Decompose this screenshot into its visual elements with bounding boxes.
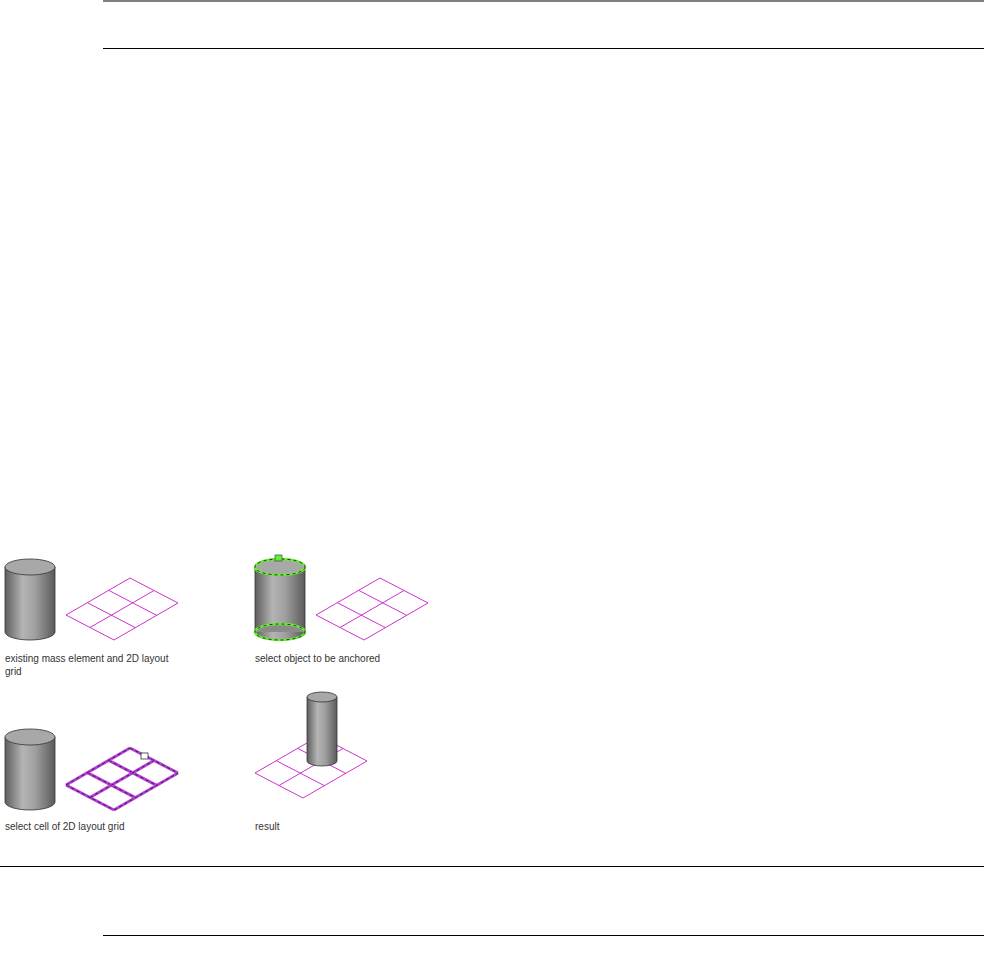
layout-grid-selected <box>66 748 178 810</box>
page-rule <box>103 48 984 49</box>
figure-caption: result <box>255 820 375 833</box>
layout-grid <box>316 578 428 640</box>
figure-caption: existing mass element and 2D layout grid <box>5 652 185 678</box>
figure-caption: select cell of 2D layout grid <box>5 820 205 833</box>
page-rule <box>0 866 984 867</box>
layout-grid <box>66 578 178 640</box>
page-rule <box>103 1 984 2</box>
mass-element <box>5 729 55 810</box>
page-rule <box>103 935 984 936</box>
mass-element-selected <box>255 555 305 640</box>
figure-caption: select object to be anchored <box>255 652 455 665</box>
anchored-mass-element <box>307 692 337 766</box>
mass-element <box>5 559 55 640</box>
